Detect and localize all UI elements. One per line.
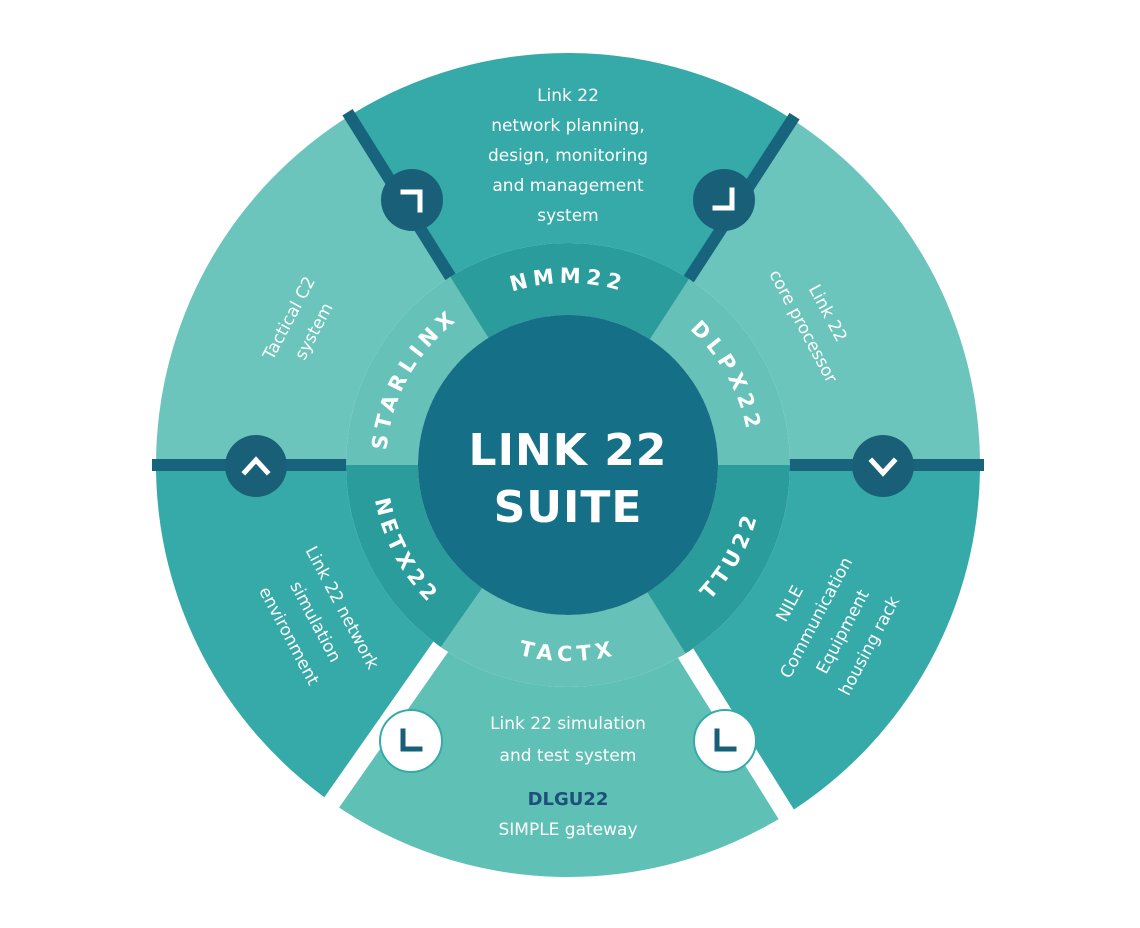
outer-sector-upper-left [156,115,451,465]
ring-sector-upper-right [649,278,790,465]
center-disc [418,315,718,615]
chevron-down-icon [868,457,898,477]
chevron-icon [714,728,737,752]
ring-sector-bottom [440,587,686,687]
description-bottom-extra-title: DLGU22 [528,789,609,810]
chevron-up-icon [241,456,271,476]
description-line: Link 22 simulation [490,714,646,734]
ring-sector-lower-left [346,465,482,647]
description-bottom: Link 22 simulation and test systemDLGU22S… [490,714,646,840]
node-circle [693,169,755,231]
node-left-chevron-up-icon [225,435,287,497]
nodes [225,169,914,773]
node-lower-left-chevron-icon [379,709,443,773]
outer-sector-top [349,53,793,279]
node-upper-right-chevron-icon [693,169,755,231]
node-upper-left-chevron-icon [381,169,443,231]
description-line: Link 22 [537,86,599,106]
node-circle [225,435,287,497]
node-right-chevron-down-icon [852,435,914,497]
node-circle [379,709,443,773]
node-circle [381,169,443,231]
chevron-icon [712,187,735,211]
description-line: and management [492,176,644,196]
node-circle [852,435,914,497]
ring-sector-lower-right [647,465,790,654]
outer-ring [156,53,980,878]
node-circle [693,709,757,773]
center-title-line1: LINK 22 [469,425,668,476]
outer-sector-lower-left [156,465,441,803]
chevron-icon [400,728,423,752]
ring-sector-upper-left [346,276,489,465]
description-top: Link 22 network planning, design, monitori… [488,86,648,226]
ring-sector-top [450,242,689,340]
outer-sector-lower-right [685,465,980,815]
description-line: and test system [500,746,637,766]
center-title-line2: SUITE [494,482,643,533]
description-bottom-extra-text: SIMPLE gateway [498,820,637,840]
description-line: design, monitoring [488,146,648,166]
description-line: system [537,206,598,226]
outer-sector-bottom [331,646,787,878]
inner-ring [346,242,790,687]
chevron-icon [400,189,423,213]
outer-sector-upper-right [688,119,980,466]
node-lower-right-chevron-icon [693,709,757,773]
description-line: network planning, [491,116,645,136]
